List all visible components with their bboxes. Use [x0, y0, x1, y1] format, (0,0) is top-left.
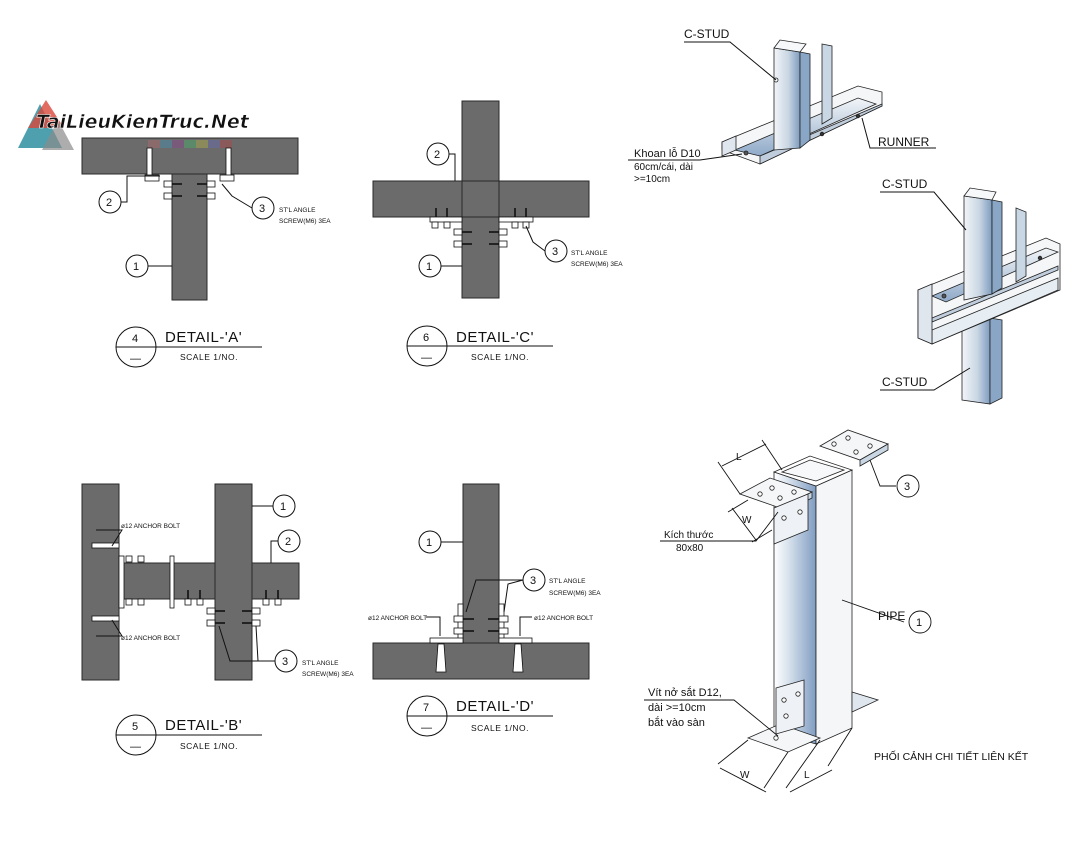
pipe-callout-1: 1: [916, 617, 922, 629]
pipe-callout-3: 3: [904, 481, 910, 493]
detail-a-callout-3: 3: [259, 203, 265, 215]
pipe-dim-w-bottom: W: [740, 770, 750, 781]
detail-c-callout-2: 2: [434, 149, 440, 161]
detail-a-scale: SCALE 1/NO.: [180, 352, 238, 362]
detail-d-number: 7: [423, 702, 429, 714]
pipe-dim-l-top: L: [736, 452, 742, 463]
detail-b-callout-2: 2: [285, 536, 291, 548]
pipe-caption: PHỐI CẢNH CHI TIẾT LIÊN KẾT: [874, 749, 1029, 763]
detail-c-number: 6: [423, 332, 429, 344]
detail-b-anchor-top: ø12 ANCHOR BOLT: [121, 523, 180, 530]
detail-b-bolts: [91, 542, 282, 627]
detail-d-anchor-right: ø12 ANCHOR BOLT: [534, 615, 593, 622]
detail-b-anchor-bottom: ø12 ANCHOR BOLT: [121, 635, 180, 642]
pipe-bolt-3: bắt vào sàn: [648, 716, 705, 729]
detail-a-swatch: [148, 140, 232, 148]
detail-a: 2 3 1 ST'L ANGLE SCREW(M6) 3EA 4 — DETAI…: [81, 137, 331, 368]
detail-a-note-1: ST'L ANGLE: [279, 207, 316, 214]
detail-c: 2 3 1 ST'L ANGLE SCREW(M6) 3EA 6 — DETAI…: [372, 100, 623, 367]
pipe-dim-l-bottom: L: [804, 770, 810, 781]
detail-c-note-1: ST'L ANGLE: [571, 250, 608, 257]
detail-b-column: [214, 483, 253, 681]
detail-a-callout-1: 1: [133, 261, 139, 273]
detail-b-scale: SCALE 1/NO.: [180, 741, 238, 751]
detail-d-callout-3: 3: [530, 575, 536, 587]
detail-c-note-2: SCREW(M6) 3EA: [571, 261, 623, 268]
detail-b-number: 5: [132, 721, 138, 733]
detail-b-left-wall: [81, 483, 120, 681]
pipe-size-label: Kích thước: [664, 530, 713, 541]
detail-b: 1 2 3 ø12 ANCHOR BOLT ø12 ANCHOR BOLT ST…: [81, 483, 354, 756]
pipe-callout-3-circle: [896, 474, 920, 498]
watermark-text: TaiLieuKienTruc.Net: [36, 111, 250, 133]
detail-c-sub: —: [421, 352, 432, 364]
pipe-bolt-holes: [757, 435, 873, 741]
detail-b-note-1: ST'L ANGLE: [302, 660, 339, 667]
detail-c-screws: [429, 216, 534, 248]
detail-a-beam: [81, 137, 299, 175]
stud-stud-perspective: [917, 187, 1061, 405]
detail-d-note-2: SCREW(M6) 3EA: [549, 590, 601, 597]
detail-c-scale: SCALE 1/NO.: [471, 352, 529, 362]
detail-b-title: DETAIL-'B': [165, 717, 242, 734]
detail-a-column: [171, 173, 208, 301]
pipe-callout-1-circle: [908, 610, 932, 634]
detail-a-sub: —: [130, 353, 141, 365]
detail-c-title: DETAIL-'C': [456, 329, 534, 346]
detail-d-bolts: [429, 603, 533, 673]
pipe-dim-w-top: W: [742, 515, 752, 526]
detail-a-number: 4: [132, 333, 138, 345]
detail-d-column: [462, 483, 500, 644]
detail-c-callout-3: 3: [552, 246, 558, 258]
stud-runner-drill-1: Khoan lỗ D10: [634, 147, 701, 160]
stud-stud-c-stud-bottom: C-STUD: [882, 375, 928, 389]
pipe-perspective: [739, 429, 889, 753]
detail-c-beam: [372, 180, 590, 218]
watermark-logo: TaiLieuKienTruc.Net: [18, 100, 250, 150]
detail-b-callout-1: 1: [280, 501, 286, 513]
detail-d: 1 3 ø12 ANCHOR BOLT ø12 ANCHOR BOLT ST'L…: [368, 483, 601, 737]
pipe-size-value: 80x80: [676, 543, 704, 554]
detail-a-callout-2: 2: [106, 197, 112, 209]
detail-d-sub: —: [421, 722, 432, 734]
stud-runner-c-stud-label: C-STUD: [684, 27, 730, 41]
pipe-label: PIPE: [878, 609, 905, 623]
detail-b-beam: [118, 562, 300, 600]
detail-a-note-2: SCREW(M6) 3EA: [279, 218, 331, 225]
logo-mark-icon: [18, 100, 74, 150]
detail-a-title: DETAIL-'A': [165, 329, 242, 346]
pipe-bolt-1: Vít nở sắt D12,: [648, 686, 722, 699]
detail-b-callout-3: 3: [282, 656, 288, 668]
detail-d-title: DETAIL-'D': [456, 698, 534, 715]
detail-d-anchor-left: ø12 ANCHOR BOLT: [368, 615, 427, 622]
detail-d-slab: [372, 642, 590, 680]
detail-c-callout-1: 1: [426, 261, 432, 273]
detail-d-callout-1: 1: [426, 537, 432, 549]
detail-b-note-2: SCREW(M6) 3EA: [302, 671, 354, 678]
stud-runner-drill-3: >=10cm: [634, 174, 670, 185]
detail-b-sub: —: [130, 741, 141, 753]
stud-stud-c-stud-top: C-STUD: [882, 177, 928, 191]
detail-d-scale: SCALE 1/NO.: [471, 723, 529, 733]
stud-runner-runner-label: RUNNER: [878, 135, 930, 149]
stud-runner-perspective: [721, 39, 883, 165]
stud-runner-drill-2: 60cm/cái, dài: [634, 162, 693, 173]
detail-d-note-1: ST'L ANGLE: [549, 578, 586, 585]
pipe-bolt-2: dài >=10cm: [648, 702, 705, 714]
